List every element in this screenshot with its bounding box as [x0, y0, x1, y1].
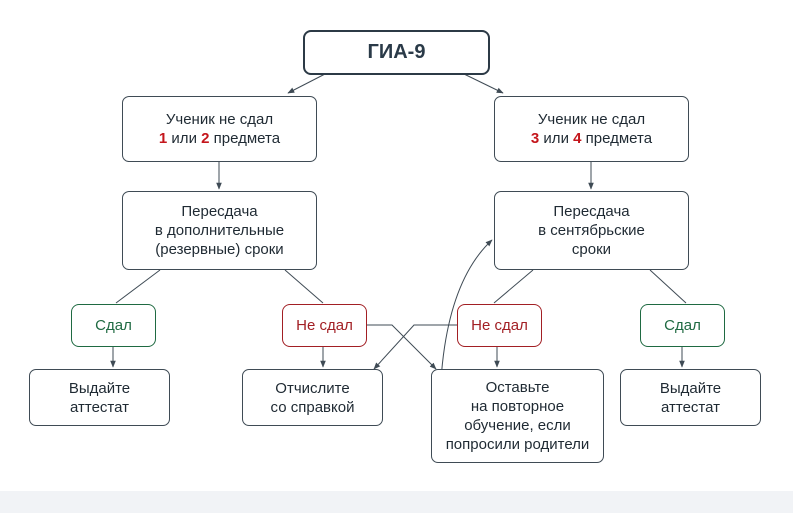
left-fail-box: Не сдал: [282, 304, 367, 347]
link-left-retake-to-pass: [115, 269, 161, 304]
expel-box: Отчислите со справкой: [242, 369, 383, 426]
right-case-line2: 3 или 4 предмета: [531, 129, 652, 148]
left-certificate-box: Выдайте аттестат: [29, 369, 170, 426]
right-case-line1: Ученик не сдал: [537, 111, 646, 128]
repeat-year-box: Оставьте на повторное обучение, если поп…: [431, 369, 604, 463]
expel-line: со справкой: [270, 398, 355, 416]
right-fail-box: Не сдал: [457, 304, 542, 347]
expel-line: Отчислите: [275, 379, 350, 397]
certificate-line: аттестат: [660, 398, 720, 416]
footer-strip: [0, 491, 793, 513]
certificate-line: Выдайте: [68, 379, 131, 397]
left-case-or: или: [167, 130, 202, 147]
link-left-retake-to-fail: [284, 269, 324, 304]
certificate-line: аттестат: [69, 398, 129, 416]
left-retake-line: (резервные) сроки: [155, 241, 284, 258]
arrow-right-fail-to-expel: [373, 324, 458, 370]
right-retake-line: в сентябрьские: [538, 222, 645, 239]
left-case-box: Ученик не сдал 1 или 2 предмета: [122, 96, 317, 162]
left-fail-label: Не сдал: [296, 317, 353, 334]
arrow-left-fail-to-repeat: [366, 324, 437, 370]
certificate-line: Выдайте: [659, 379, 722, 397]
left-retake-line: в дополнительные: [154, 222, 285, 239]
right-pass-label: Сдал: [664, 317, 701, 334]
right-case-or: или: [539, 130, 574, 147]
left-case-tail: предмета: [209, 130, 281, 147]
right-pass-box: Сдал: [640, 304, 725, 347]
link-right-retake-to-fail: [493, 269, 534, 304]
left-pass-label: Сдал: [95, 317, 132, 334]
right-retake-line: Пересдача: [553, 203, 630, 220]
right-case-num1: 3: [530, 130, 540, 147]
gia9-title-box: ГИА-9: [303, 30, 490, 75]
left-case-line1: Ученик не сдал: [165, 111, 274, 128]
arrow-title-to-left-case: [287, 73, 326, 94]
right-retake-box: Пересдача в сентябрьские сроки: [494, 191, 689, 270]
left-retake-line: Пересдача: [181, 203, 258, 220]
left-pass-box: Сдал: [71, 304, 156, 347]
right-case-tail: предмета: [581, 130, 653, 147]
left-case-num1: 1: [158, 130, 168, 147]
diagram-title: ГИА-9: [367, 41, 426, 63]
left-case-num2: 2: [201, 130, 210, 147]
arrow-title-to-right-case: [463, 73, 504, 94]
right-certificate-box: Выдайте аттестат: [620, 369, 761, 426]
left-retake-box: Пересдача в дополнительные (резервные) с…: [122, 191, 317, 270]
repeat-year-line: обучение, если: [464, 417, 571, 434]
repeat-year-line: Оставьте: [485, 379, 550, 396]
link-right-retake-to-pass: [649, 269, 687, 304]
repeat-year-line: на повторное: [470, 398, 565, 415]
right-retake-line: сроки: [571, 241, 612, 258]
right-fail-label: Не сдал: [471, 317, 528, 334]
right-case-num2: 4: [573, 130, 582, 147]
right-case-box: Ученик не сдал 3 или 4 предмета: [494, 96, 689, 162]
repeat-year-line: попросили родители: [445, 436, 590, 453]
left-case-line2: 1 или 2 предмета: [159, 129, 280, 148]
